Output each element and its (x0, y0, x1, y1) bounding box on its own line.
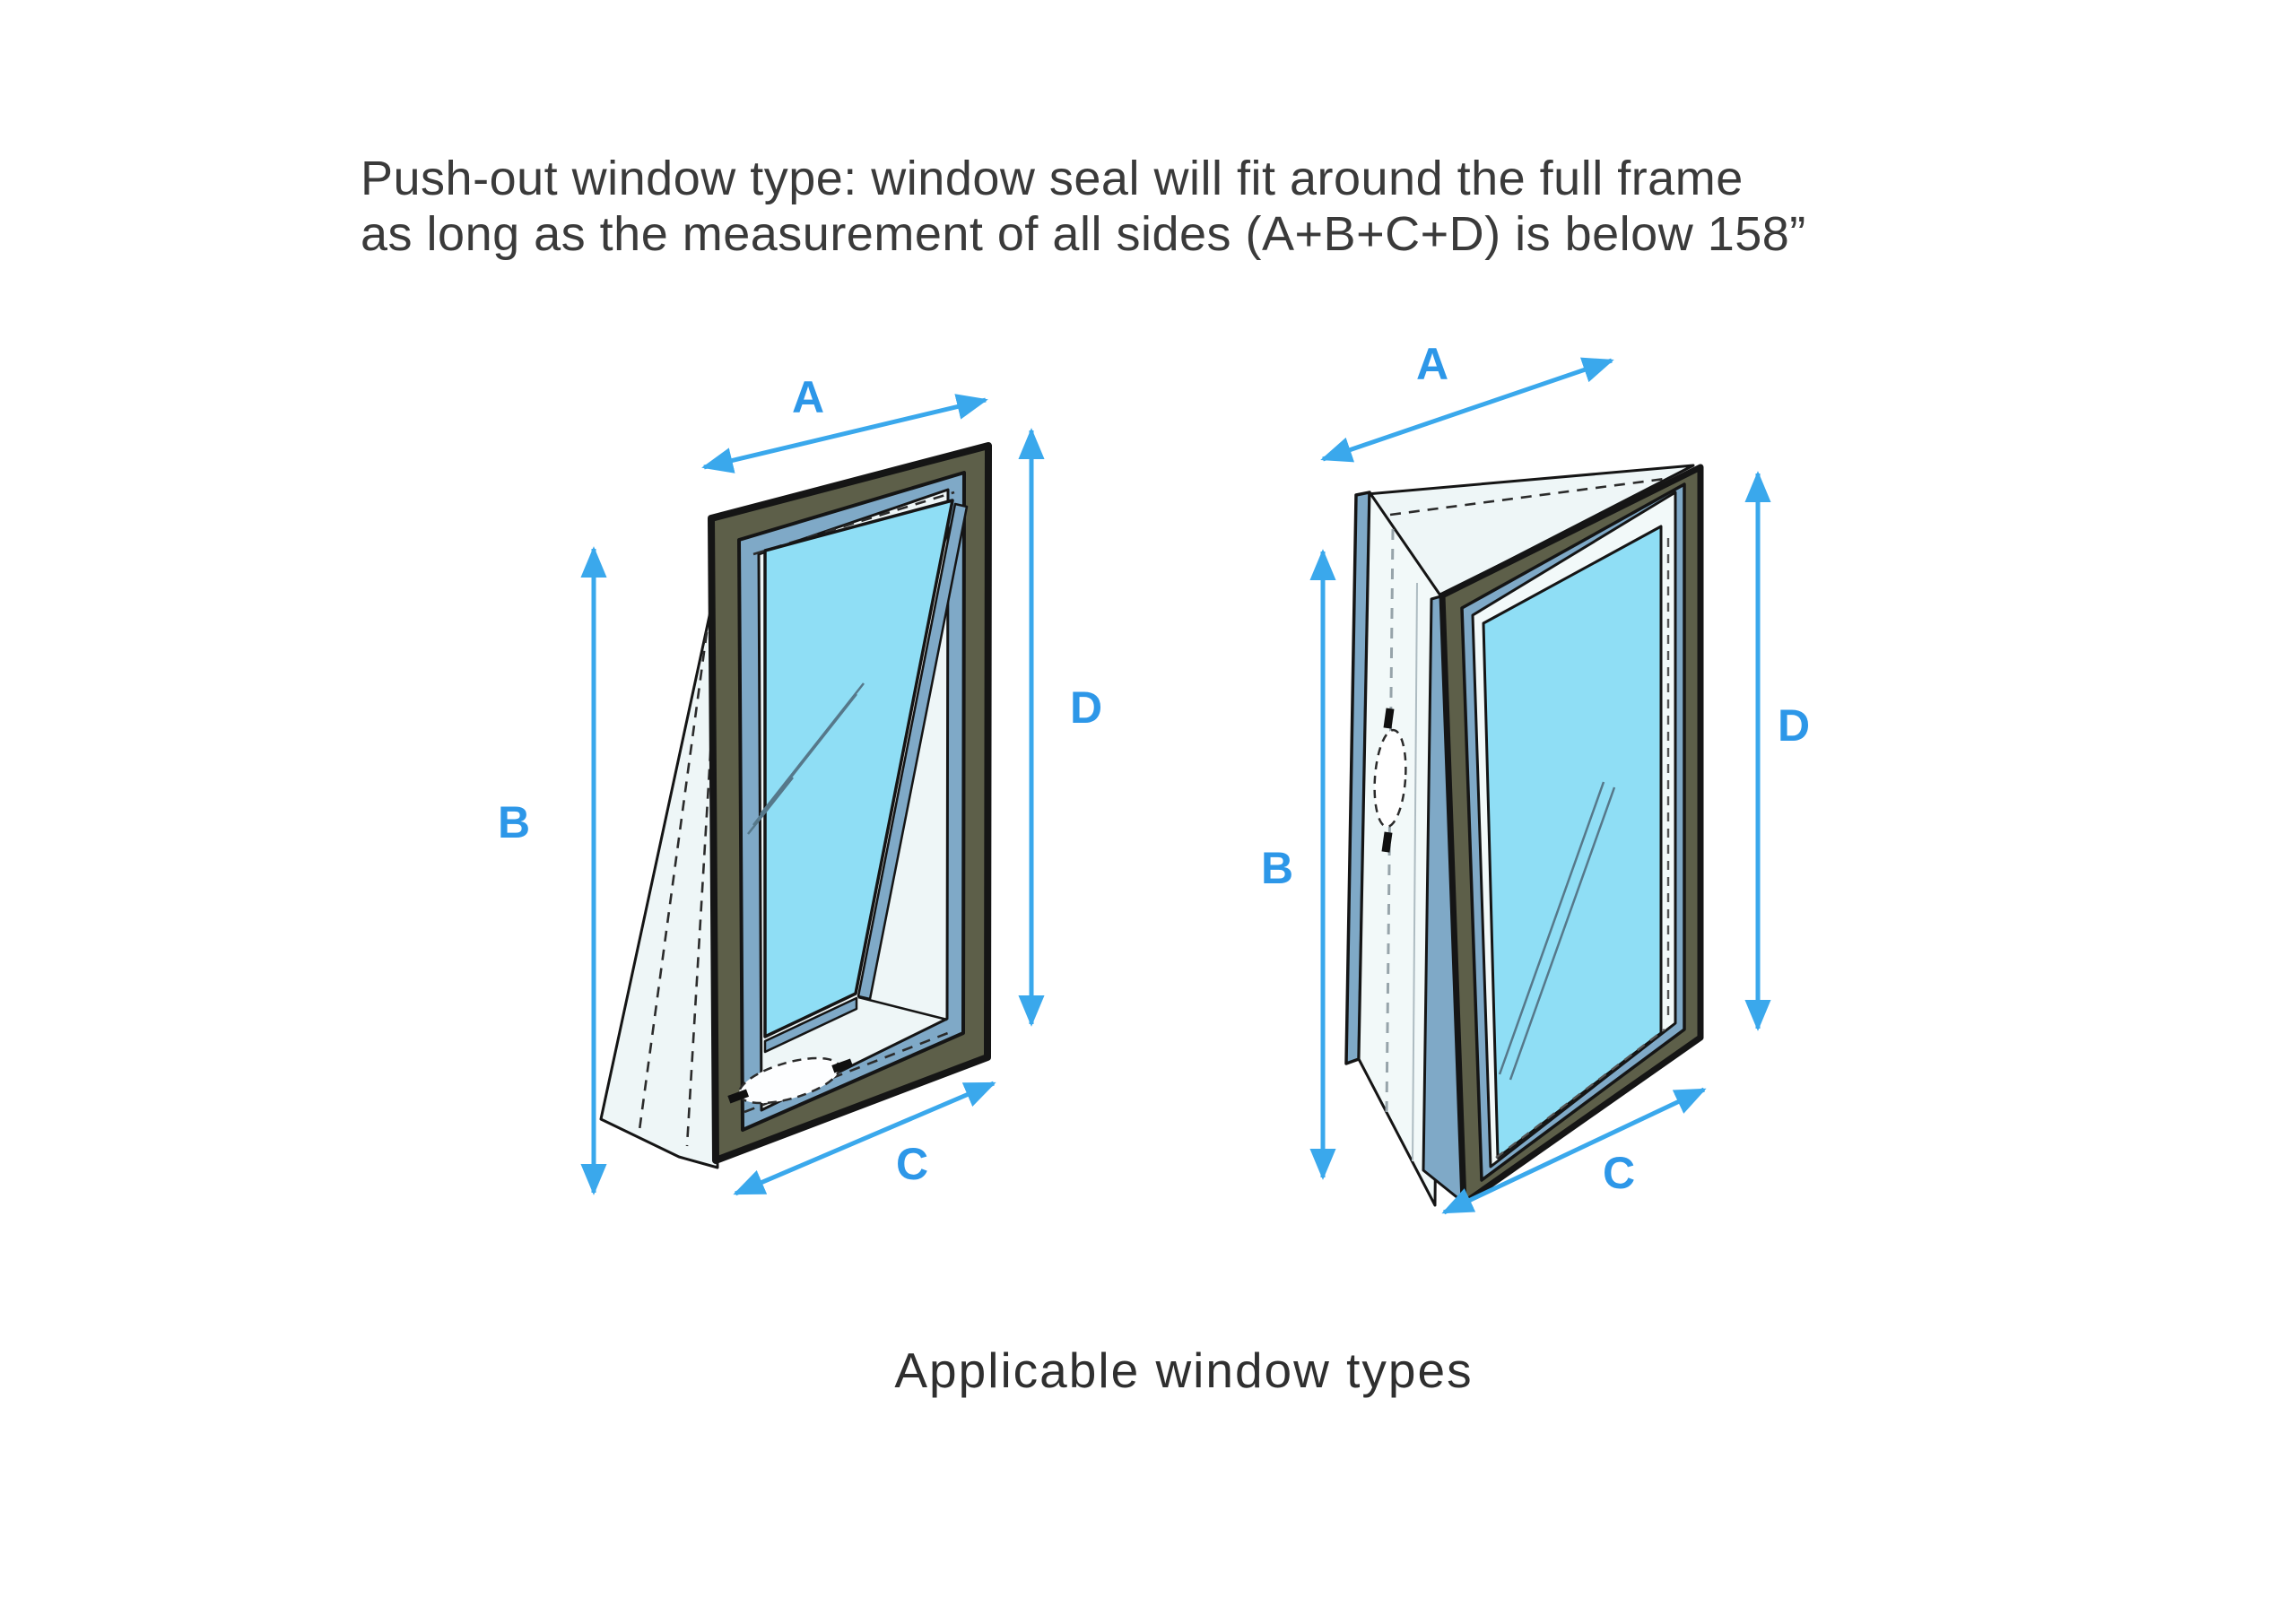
awning-label-c: C (896, 1139, 928, 1189)
awning-sill-corner-line (857, 995, 948, 1021)
awning-label-b: B (498, 797, 530, 847)
casement-label-b: B (1261, 843, 1293, 893)
page-title-line-2: as long as the measurement of all sides … (361, 207, 1806, 261)
awning-zipper-pull-right (831, 1058, 854, 1073)
casement-label-c: C (1603, 1148, 1635, 1198)
awning-window-illustration: A B C D (498, 372, 1102, 1196)
awning-wedge-stitch-1 (638, 631, 709, 1131)
awning-top-stitch (752, 491, 955, 556)
page-title-line-1: Push-out window type: window seal will f… (361, 152, 1744, 205)
casement-glass (1482, 525, 1663, 1160)
casement-glass-shine (1498, 781, 1616, 1081)
casement-jamb-fabric (1357, 491, 1442, 1207)
casement-label-d: D (1778, 700, 1810, 751)
casement-top-stitch (1389, 477, 1665, 517)
awning-wedge-stitch-2 (685, 618, 720, 1147)
caption: Applicable window types (894, 1342, 1474, 1398)
awning-label-d: D (1070, 682, 1102, 733)
casement-zipper-pull-bottom (1381, 831, 1393, 853)
awning-arrow-a (701, 394, 988, 473)
casement-window-illustration: A B C D (1261, 339, 1810, 1215)
awning-seal-wedge (599, 577, 719, 1169)
awning-label-a: A (792, 372, 824, 422)
casement-arrow-a (1320, 357, 1614, 463)
casement-zipper-pull-top (1383, 708, 1395, 729)
casement-jamb-fold (1412, 582, 1418, 1162)
casement-label-a: A (1416, 339, 1448, 389)
casement-arrow-c (1441, 1087, 1707, 1215)
awning-arrow-c (733, 1081, 996, 1196)
awning-glass (763, 499, 954, 1038)
awning-sash-edge-bottom (763, 996, 858, 1054)
page-title: Push-out window type: window seal will f… (361, 151, 2065, 262)
awning-glass-shine (747, 682, 865, 835)
casement-zipper-ellipse (1373, 728, 1407, 829)
